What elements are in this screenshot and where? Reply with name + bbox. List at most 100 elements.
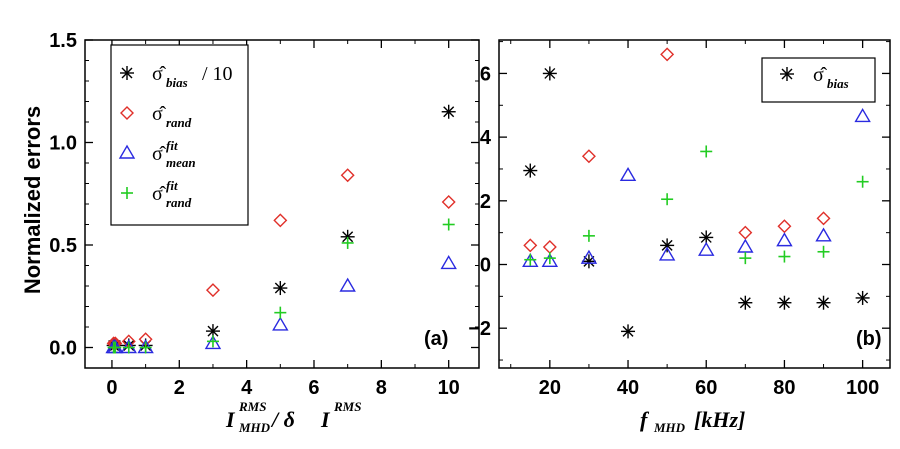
panel-a-point-triangle xyxy=(204,335,222,350)
panel-b-point-asterisk xyxy=(738,295,753,310)
panel-a-points xyxy=(105,104,457,354)
panel-b-point-asterisk xyxy=(816,295,831,310)
panel-a-x-tick-label: 8 xyxy=(376,377,387,399)
panel-b-point-triangle xyxy=(854,108,871,123)
panel-b-legend-box xyxy=(761,57,876,103)
panel-a-x-tick-label: 0 xyxy=(106,377,117,399)
panel-b-x-axis-label: f MHD [kHz] xyxy=(640,407,745,435)
panel-a-point-plus xyxy=(442,218,455,231)
panel-a-legend-label-sub: mean xyxy=(166,155,196,170)
panel-a-point-asterisk xyxy=(441,104,456,119)
panel-a-point-diamond xyxy=(205,283,220,298)
panel-a-legend-marker-plus xyxy=(121,187,133,199)
panel-b-point-asterisk xyxy=(660,238,675,253)
panel-b-point-asterisk xyxy=(523,163,538,178)
panel-a-point-plus xyxy=(206,335,219,348)
xlabel-b-sub1: MHD xyxy=(653,420,686,435)
panel-b-point-plus xyxy=(739,252,752,265)
panel-b-x-tick-label: 60 xyxy=(695,377,717,399)
panel-b-point-plus xyxy=(817,245,830,258)
panel-b-legend-marker-asterisk xyxy=(780,67,794,81)
panel-a-legend-label-sup: fit xyxy=(166,138,178,153)
panel-b-points xyxy=(522,47,871,339)
panel-b-point-diamond xyxy=(523,238,538,253)
panel-a-point-plus xyxy=(139,341,152,354)
panel-b-point-asterisk xyxy=(581,254,596,269)
panel-a-legend-box xyxy=(110,44,249,226)
panel-a-legend-marker-diamond xyxy=(120,106,134,120)
panel-a-point-plus xyxy=(274,306,287,319)
xlabel-a-base: I xyxy=(225,407,236,432)
panel-a-point-asterisk xyxy=(340,229,355,244)
panel-a-legend-marker-triangle xyxy=(118,144,136,159)
panel-b-point-diamond xyxy=(542,240,557,254)
xlabel-b-base: f xyxy=(640,407,650,432)
panel-a-point-plus xyxy=(122,341,135,354)
panel-a-x-tick-label: 4 xyxy=(241,377,253,399)
panel-b-frame xyxy=(498,39,891,369)
xlabel-a-sep: / δ xyxy=(270,407,295,432)
panel-a-point-diamond xyxy=(441,194,456,209)
panel-b-y-tick-label: 6 xyxy=(480,63,491,85)
panel-a-y-tick-label: 0.0 xyxy=(49,338,77,360)
panel-b-y-tick-label: −2 xyxy=(468,318,491,340)
panel-a-point-asterisk xyxy=(273,281,288,296)
panel-b-point-triangle xyxy=(815,227,832,242)
panel-b-point-asterisk xyxy=(621,324,636,339)
panel-b-x-tick-label: 100 xyxy=(846,377,879,399)
panel-b-y-tick-label: 0 xyxy=(480,255,491,277)
panel-b-y-tick-label: 2 xyxy=(480,191,491,213)
panel-b-legend: σ̂bias xyxy=(761,57,876,103)
panel-b-point-asterisk xyxy=(542,66,557,81)
panel-a-point-diamond xyxy=(340,168,355,183)
panel-a-legend-label-sub: rand xyxy=(166,115,192,130)
xlabel-a-sup1: RMS xyxy=(238,399,266,414)
panel-b-x-tick-label: 80 xyxy=(773,377,795,399)
panel-b-point-plus xyxy=(543,252,556,265)
panel-b-x-tick-label: 20 xyxy=(539,377,561,399)
panel-b-point-triangle xyxy=(776,232,793,247)
panel-b-point-plus xyxy=(778,250,791,263)
xlabel-a-base2: I xyxy=(320,407,331,432)
panel-a-point-triangle xyxy=(440,255,457,270)
panel-b-y-tick-label: 4 xyxy=(480,127,492,149)
panel-a-y-tick-label: 1.5 xyxy=(49,30,77,52)
panel-a-x-tick-label: 6 xyxy=(308,377,319,399)
xlabel-b-unit: [kHz] xyxy=(694,407,745,432)
panel-b-ticks: 20 40 60 80 100 −2 0 2 4 6 xyxy=(468,40,890,399)
panel-b-point-diamond xyxy=(816,211,831,226)
panel-b-x-tick-label: 40 xyxy=(617,377,639,399)
y-axis-label: Normalized errors xyxy=(20,106,45,294)
panel-a-x-axis-label: I RMS MHD / δ I RMS xyxy=(225,399,361,435)
panel-a-point-triangle xyxy=(339,277,356,292)
panel-b-point-triangle xyxy=(541,252,559,268)
panel-a-legend-label-sub: bias xyxy=(166,75,188,90)
panel-b-point-plus xyxy=(856,175,869,188)
panel-a-point-diamond xyxy=(273,213,288,228)
panel-a-x-tick-label: 2 xyxy=(174,377,185,399)
panel-b-point-plus xyxy=(661,193,674,206)
panel-b-point-diamond xyxy=(738,225,753,240)
panel-a-point-triangle xyxy=(272,316,289,331)
panel-a-legend-label-sub: rand xyxy=(166,195,192,210)
panel-b-point-triangle xyxy=(580,249,598,264)
panel-b-point-asterisk xyxy=(855,290,870,305)
panel-b-point-diamond xyxy=(777,219,792,234)
panel-b-point-plus xyxy=(700,145,713,158)
panel-b-point-asterisk xyxy=(777,295,792,310)
panel-a-legend-label-suffix: / 10 xyxy=(202,63,233,85)
panel-a-y-tick-label: 1.0 xyxy=(49,133,77,155)
panel-b-point-triangle xyxy=(658,246,676,261)
panel-b-point-triangle xyxy=(737,238,754,253)
panel-a-legend-marker-asterisk xyxy=(120,66,134,80)
panel-b-point-triangle xyxy=(698,241,715,256)
panel-a-point-plus xyxy=(341,236,354,249)
panel-a-y-tick-label: 0.5 xyxy=(49,235,77,257)
panel-a-tag: (a) xyxy=(424,328,448,350)
xlabel-a-sub1: MHD xyxy=(238,420,271,435)
